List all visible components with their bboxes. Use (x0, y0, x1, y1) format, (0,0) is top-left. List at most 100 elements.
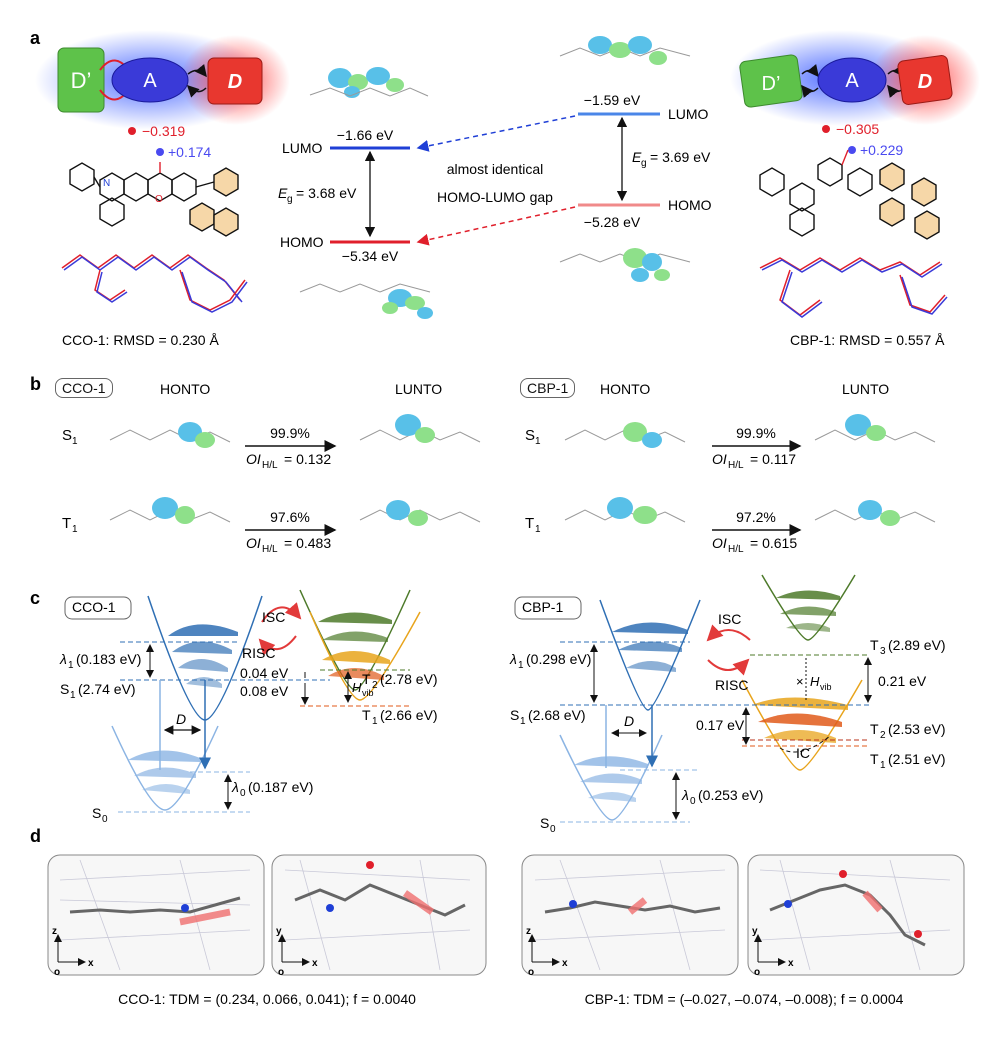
c-right-lambda1: (0.298 eV) (526, 651, 591, 667)
svg-text:2: 2 (880, 730, 886, 741)
c-left-lambda1: (0.183 eV) (76, 651, 141, 667)
right-dad-scheme: D’ A D (730, 30, 980, 126)
d-right-xz-view (521, 854, 739, 976)
c-left-t1: (2.66 eV) (380, 707, 438, 723)
left-lumo-label: LUMO (282, 140, 323, 156)
right-homo-energy: −5.28 eV (584, 214, 641, 230)
left-acceptor-label: A (143, 70, 157, 92)
d-right-xy-y: y (752, 926, 758, 937)
left-rmsd-caption: CCO-1: RMSD = 0.230 Å (62, 332, 219, 348)
d-right-xz-z: z (526, 926, 531, 937)
d-right-xy-view (747, 854, 965, 976)
c-left-s0: S (92, 805, 101, 821)
b-right-t1-oi-symbol: OI (712, 535, 727, 551)
svg-text:0: 0 (102, 814, 108, 825)
right-geometry-overlay (759, 257, 948, 318)
c-left-risc: RISC (242, 645, 275, 661)
homo-comparison-arrow (416, 206, 576, 246)
right-rmsd-caption: CBP-1: RMSD = 0.557 Å (790, 332, 945, 348)
svg-text:S: S (510, 707, 519, 723)
left-lumo-energy: −1.66 eV (337, 127, 394, 143)
d-left-xy-view (271, 854, 487, 976)
d-left-xz-x: x (88, 958, 94, 969)
oxygen-charge-dot-right (822, 125, 830, 133)
right-donor-label: D (918, 71, 932, 93)
left-carbon-charge: +0.174 (168, 144, 211, 160)
svg-text:λ: λ (509, 651, 517, 667)
left-lumo-orbital-image (309, 67, 429, 98)
d-right-xz-o: o (528, 967, 534, 978)
panel-b-right: HONTO LUNTO S 1 99.9% OI H/L = 0.117 T 1… (525, 381, 936, 555)
svg-text:T: T (870, 721, 879, 737)
c-right-hvib: H (810, 674, 820, 689)
svg-text:0: 0 (240, 788, 246, 799)
left-homo-label: HOMO (280, 234, 324, 250)
b-left-s1-lunto-image (359, 414, 481, 443)
b-left-t1-percent: 97.6% (270, 509, 310, 525)
right-oxygen-charge: −0.305 (836, 121, 879, 137)
right-lumo-energy: −1.59 eV (584, 92, 641, 108)
left-gap-value: = 3.68 eV (296, 185, 357, 201)
svg-text:1: 1 (70, 690, 76, 701)
svg-text:2: 2 (372, 680, 378, 691)
b-left-s1-oi: = 0.132 (284, 451, 331, 467)
c-right-compound-frame (514, 596, 582, 620)
c-left-isc: ISC (262, 609, 285, 625)
b-left-t1-state: T (62, 515, 71, 532)
d-left-caption: CCO-1: TDM = (0.234, 0.066, 0.041); f = … (118, 991, 416, 1007)
c-right-t1: (2.51 eV) (888, 751, 946, 767)
right-eg-symbol: E (632, 149, 642, 165)
left-homo-energy: −5.34 eV (342, 248, 399, 264)
svg-text:0: 0 (690, 796, 696, 807)
right-donor-prime-label: D’ (762, 73, 781, 95)
right-lumo-label: LUMO (668, 106, 709, 122)
svg-text:1: 1 (518, 660, 524, 671)
c-right-ic: IC (796, 745, 810, 761)
svg-text:1: 1 (520, 716, 526, 727)
carbon-charge-dot-right (848, 146, 856, 154)
c-right-s1: (2.68 eV) (528, 707, 586, 723)
b-right-t1-honto-image (564, 497, 686, 524)
panel-c-right (559, 574, 872, 823)
b-left-s1-sub: 1 (72, 436, 78, 447)
svg-text:3: 3 (880, 646, 886, 657)
c-left-compound-box: CCO-1 (72, 599, 116, 615)
svg-text:λ: λ (231, 779, 239, 795)
svg-text:T: T (362, 707, 371, 723)
b-right-s1-oi-sub: H/L (728, 460, 744, 471)
b-left-t1-oi: = 0.483 (284, 535, 331, 551)
c-right-gap-t2: 0.17 eV (696, 717, 745, 733)
right-acceptor-label: A (845, 70, 859, 92)
b-right-s1-oi-symbol: OI (712, 451, 727, 467)
b-right-s1-honto-image (564, 422, 686, 448)
b-right-s1-lunto-image (814, 414, 936, 443)
left-oxygen-charge: −0.319 (142, 123, 185, 139)
svg-text:O: O (155, 194, 163, 205)
c-right-isc: ISC (718, 611, 741, 627)
right-eg-sub: g (641, 158, 647, 169)
lumo-comparison-arrow (416, 115, 576, 152)
b-left-t1-oi-sub: H/L (262, 544, 278, 555)
c-right-t2: (2.53 eV) (888, 721, 946, 737)
carbon-charge-dot-left (156, 148, 164, 156)
c-right-s0: S (540, 815, 549, 831)
right-gap-value: = 3.69 eV (650, 149, 711, 165)
panel-label-d: d (30, 826, 41, 846)
d-left-xy-o: o (278, 967, 284, 978)
c-left-gap-t1: 0.08 eV (240, 683, 289, 699)
b-right-compound-box: CBP-1 (520, 378, 576, 398)
d-left-xz-view (47, 854, 265, 976)
b-right-s1-sub: 1 (535, 436, 541, 447)
d-left-xz-z: z (52, 926, 57, 937)
left-geometry-overlay (61, 254, 248, 313)
panel-label-b: b (30, 374, 41, 394)
c-left-s1: (2.74 eV) (78, 681, 136, 697)
b-left-s1-state: S (62, 427, 72, 444)
c-right-risc: RISC (715, 677, 748, 693)
left-eg-symbol: E (278, 185, 288, 201)
right-homo-orbital-image (559, 248, 691, 282)
svg-text:λ: λ (59, 651, 67, 667)
c-right-gap-t3: 0.21 eV (878, 673, 927, 689)
b-left-compound-box: CCO-1 (55, 378, 113, 398)
